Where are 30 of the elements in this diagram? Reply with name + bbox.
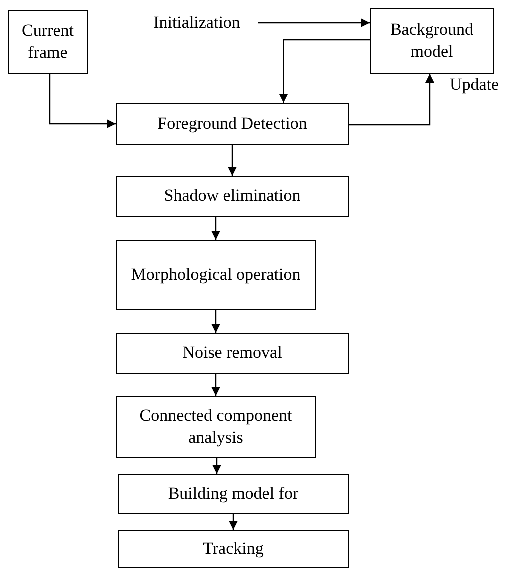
arrow [212,458,222,474]
box-text: Tracking [203,538,264,560]
box-text: Foreground Detection [158,112,308,135]
process-box [116,240,316,310]
process-box [116,333,349,374]
process-box [116,176,349,217]
box-text: Building model for [168,482,299,505]
edge-label: Update [448,75,502,95]
box-text: Shadow elimination [164,185,301,208]
box-text: Noise removal [182,342,282,364]
box-text: Morphological operation [131,264,301,286]
process-box [118,530,349,568]
arrow [279,39,370,103]
arrow [349,74,434,126]
arrow [258,18,370,28]
process-box [8,10,88,74]
process-box [116,396,316,458]
process-box [116,103,349,145]
arrow [212,310,220,333]
box-text: Background model [389,18,475,63]
box-text: Connected component analysis [138,404,294,449]
input-label: Initialization [140,11,254,35]
arrow [49,74,116,128]
box-text: Current frame [21,20,75,64]
arrow [229,514,238,530]
arrow [212,374,220,396]
arrow [212,217,220,240]
arrow [228,145,237,176]
process-box [118,474,349,514]
process-box [370,8,494,74]
